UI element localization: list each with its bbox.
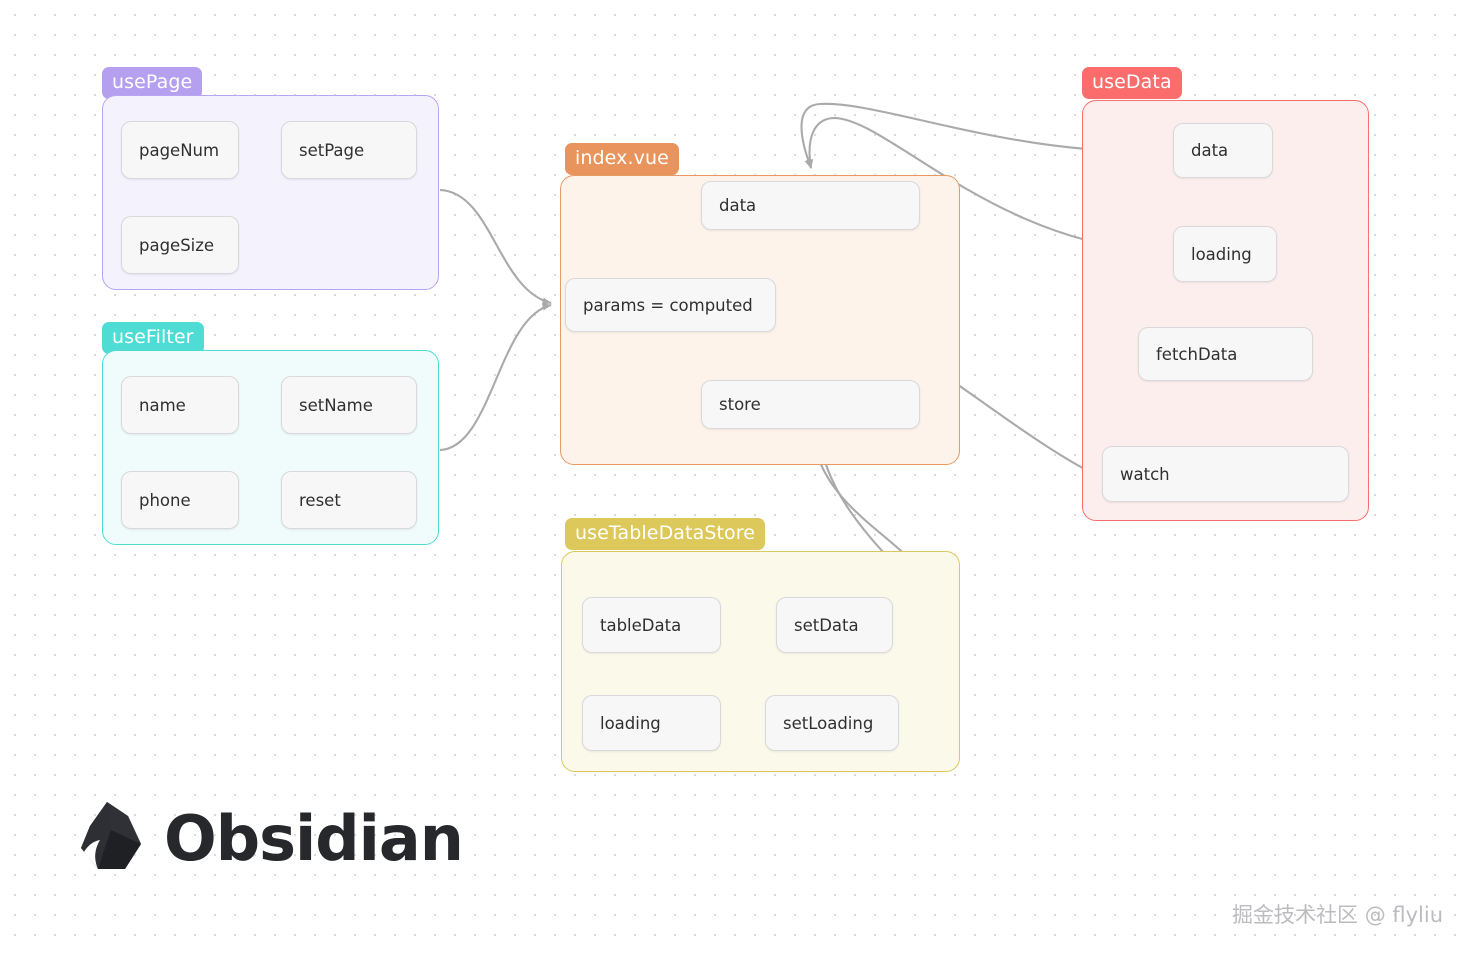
edge-usefilter-to-params xyxy=(439,303,552,452)
node-watch[interactable]: watch xyxy=(1102,446,1349,502)
node-usedata-loading[interactable]: loading xyxy=(1173,226,1277,282)
group-label-usedata: useData xyxy=(1082,67,1182,99)
node-name[interactable]: name xyxy=(121,376,239,434)
group-label-usepage: usePage xyxy=(102,67,203,99)
node-pagesize[interactable]: pageSize xyxy=(121,216,239,274)
group-label-indexvue: index.vue xyxy=(565,143,679,175)
node-params-computed[interactable]: params = computed xyxy=(565,278,776,332)
group-label-usefilter: useFilter xyxy=(102,322,204,354)
node-pagenum[interactable]: pageNum xyxy=(121,121,239,179)
obsidian-gem-logo xyxy=(78,800,144,876)
node-reset[interactable]: reset xyxy=(281,471,417,529)
node-fetchdata[interactable]: fetchData xyxy=(1138,327,1313,381)
node-setpage[interactable]: setPage xyxy=(281,121,417,179)
node-store[interactable]: store xyxy=(701,380,920,429)
node-phone[interactable]: phone xyxy=(121,471,239,529)
node-indexvue-data[interactable]: data xyxy=(701,181,920,230)
node-usedata-data[interactable]: data xyxy=(1173,123,1273,178)
watermark-text: 掘金技术社区 @ flyliu xyxy=(1232,903,1443,927)
node-setname[interactable]: setName xyxy=(281,376,417,434)
node-tabledatastore-loading[interactable]: loading xyxy=(582,695,721,751)
obsidian-wordmark: Obsidian xyxy=(164,801,464,875)
edge-usepage-to-params xyxy=(439,188,552,305)
group-label-usetabledatastore: useTableDataStore xyxy=(565,518,766,550)
node-setdata[interactable]: setData xyxy=(776,597,893,653)
node-tabledata[interactable]: tableData xyxy=(582,597,721,653)
obsidian-branding: Obsidian xyxy=(78,800,464,876)
node-setloading[interactable]: setLoading xyxy=(765,695,899,751)
